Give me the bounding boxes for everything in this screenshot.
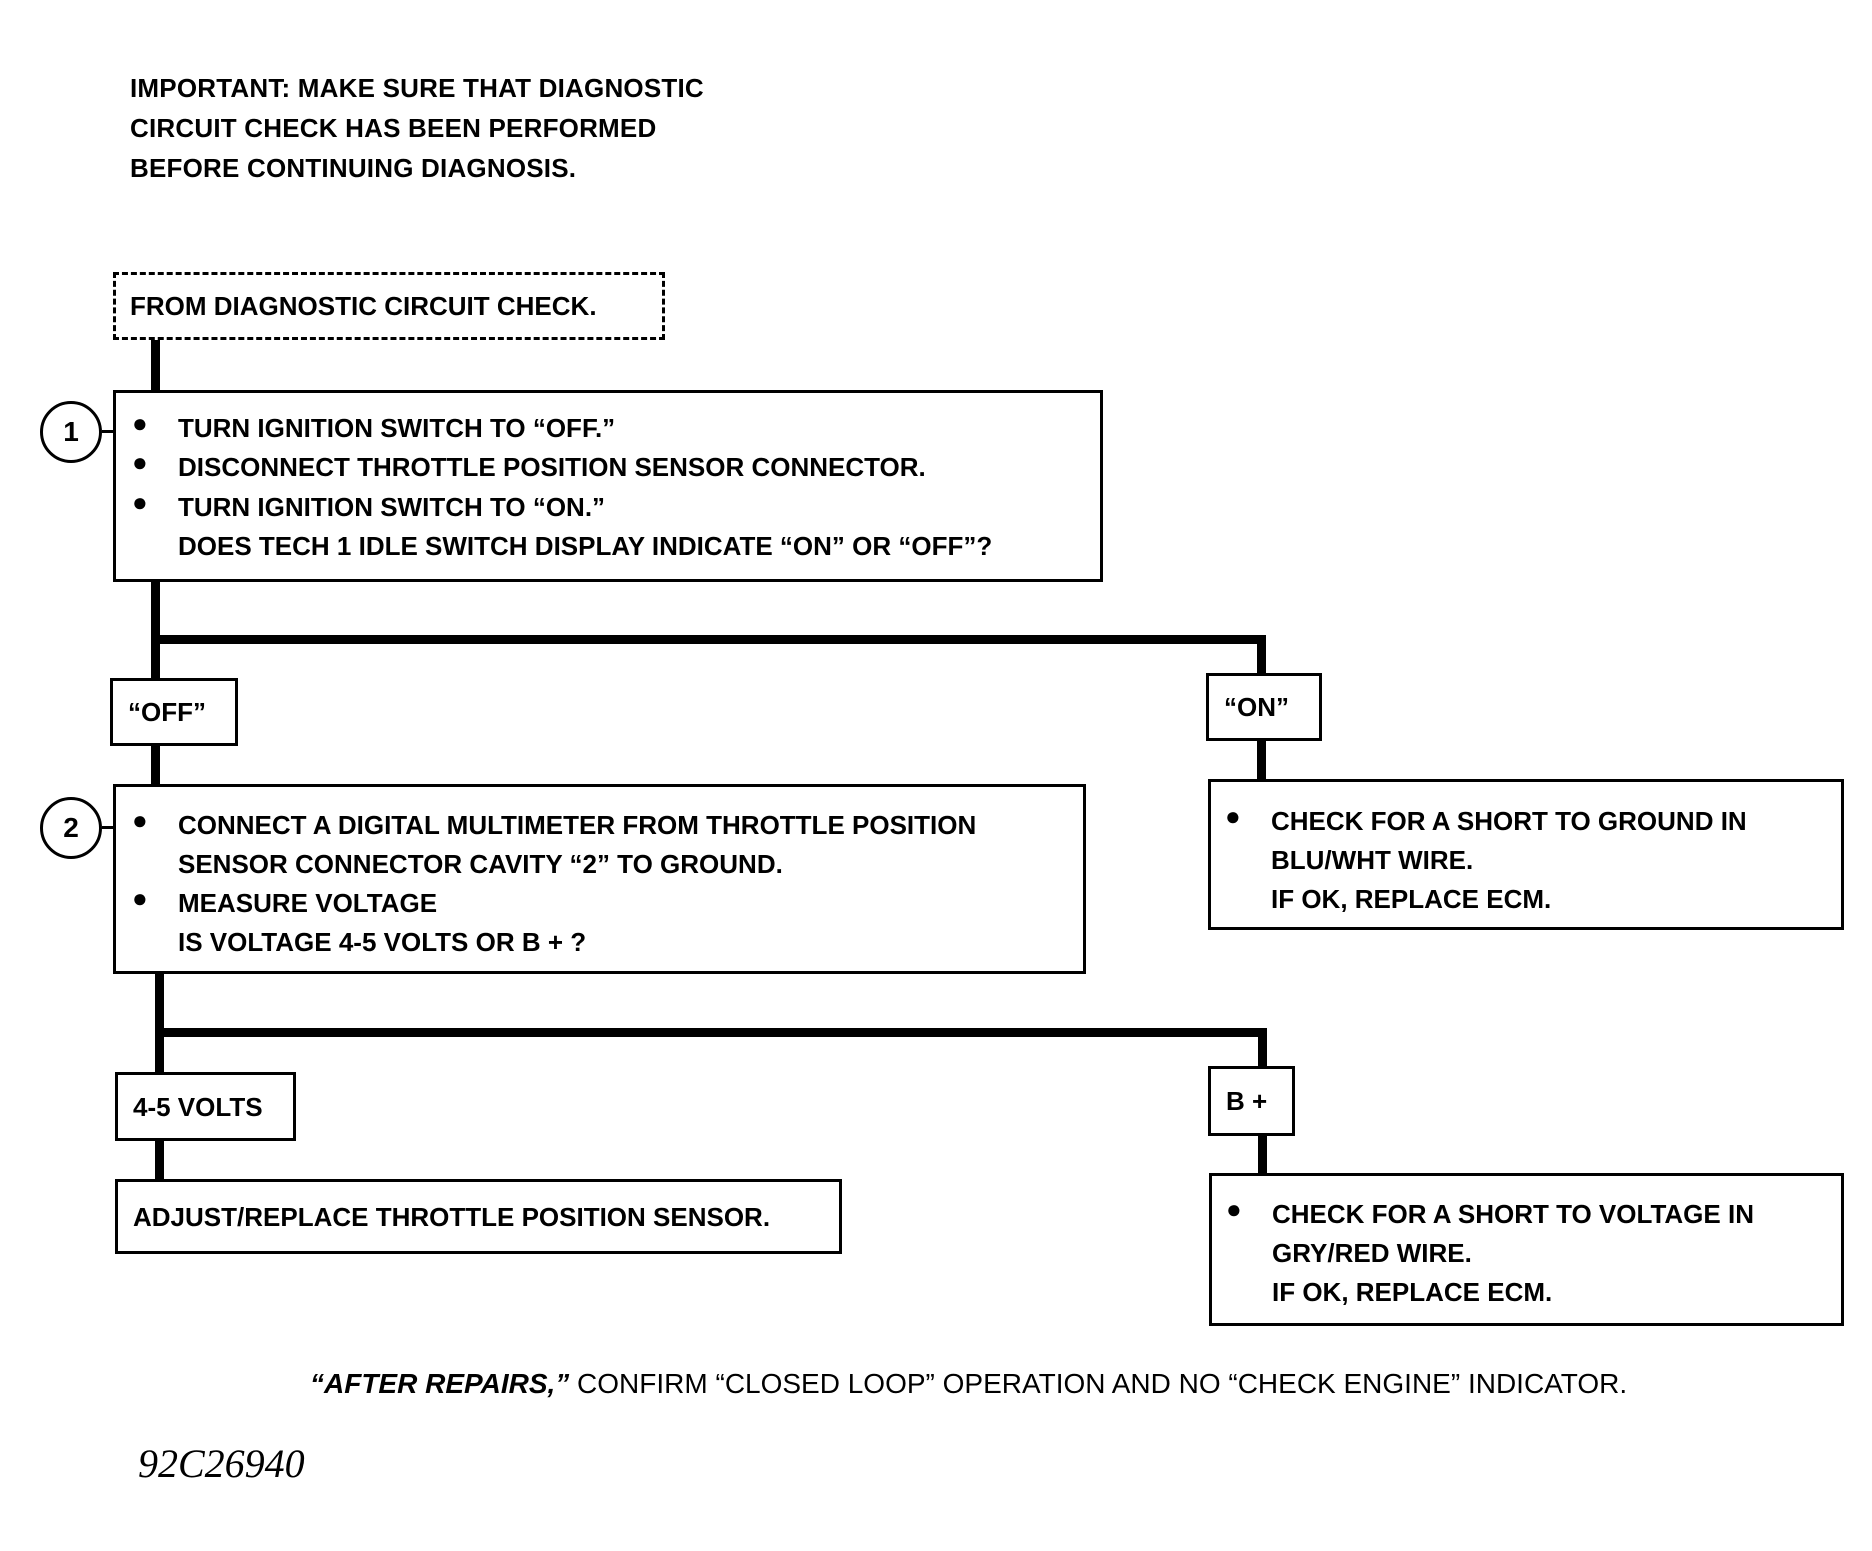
connector-step1-down xyxy=(151,582,160,682)
connector-off-step2 xyxy=(151,746,160,786)
connector-45-result xyxy=(155,1141,164,1181)
result-b-box: ● CHECK FOR A SHORT TO VOLTAGE IN GRY/RE… xyxy=(1209,1173,1844,1326)
connector-b-result xyxy=(1258,1136,1267,1176)
step-1-bullet-1-dot: ● xyxy=(132,408,148,438)
important-line-1: IMPORTANT: MAKE SURE THAT DIAGNOSTIC xyxy=(130,73,704,103)
branch-off-label: “OFF” xyxy=(110,678,238,746)
result-b-line-2: GRY/RED WIRE. xyxy=(1272,1238,1472,1268)
step-1-bullet-2: DISCONNECT THROTTLE POSITION SENSOR CONN… xyxy=(178,452,926,482)
on-result-dot: ● xyxy=(1225,801,1241,831)
connector-step2-horizontal xyxy=(155,1028,1267,1037)
result-b-line-3: IF OK, REPLACE ECM. xyxy=(1272,1277,1553,1307)
footer-emphasis: “AFTER REPAIRS,” xyxy=(310,1368,570,1399)
branch-off-text: “OFF” xyxy=(128,697,206,727)
branch-on-label: “ON” xyxy=(1206,673,1322,741)
start-box-text: FROM DIAGNOSTIC CIRCUIT CHECK. xyxy=(130,291,597,321)
result-b-line-1: CHECK FOR A SHORT TO VOLTAGE IN xyxy=(1272,1199,1754,1229)
footer-rest: CONFIRM “CLOSED LOOP” OPERATION AND NO “… xyxy=(569,1368,1628,1399)
figure-code: 92C26940 xyxy=(138,1441,305,1486)
step-1-bullet-3-dot: ● xyxy=(132,487,148,517)
step-2-bullet-1-line-1: CONNECT A DIGITAL MULTIMETER FROM THROTT… xyxy=(178,810,977,840)
step-2-bullet-2-dot: ● xyxy=(132,883,148,913)
connector-on-down xyxy=(1257,635,1266,673)
step-2-circle-link xyxy=(102,826,115,829)
result-b-dot: ● xyxy=(1226,1194,1242,1224)
connector-start-step1 xyxy=(151,340,160,392)
result-45-box: ADJUST/REPLACE THROTTLE POSITION SENSOR. xyxy=(115,1179,842,1254)
step-1-bullet-3: TURN IGNITION SWITCH TO “ON.” xyxy=(178,492,606,522)
connector-step1-horizontal xyxy=(151,635,1266,644)
step-2-question: IS VOLTAGE 4-5 VOLTS OR B + ? xyxy=(178,927,587,957)
important-line-2: CIRCUIT CHECK HAS BEEN PERFORMED xyxy=(130,113,657,143)
connector-step2-down xyxy=(155,974,164,1074)
step-1-bullet-1: TURN IGNITION SWITCH TO “OFF.” xyxy=(178,413,616,443)
step-2-circle: 2 xyxy=(40,797,102,859)
step-2-bullet-2: MEASURE VOLTAGE xyxy=(178,888,438,918)
branch-45-text: 4-5 VOLTS xyxy=(133,1092,263,1122)
step-2-bullet-1-line-2: SENSOR CONNECTOR CAVITY “2” TO GROUND. xyxy=(178,849,783,879)
step-2-box: ● CONNECT A DIGITAL MULTIMETER FROM THRO… xyxy=(113,784,1086,974)
step-1-box: ● TURN IGNITION SWITCH TO “OFF.” ● DISCO… xyxy=(113,390,1103,582)
step-1-bullet-2-dot: ● xyxy=(132,447,148,477)
branch-45-label: 4-5 VOLTS xyxy=(115,1072,296,1141)
result-45-text: ADJUST/REPLACE THROTTLE POSITION SENSOR. xyxy=(133,1202,771,1232)
on-result-line-1: CHECK FOR A SHORT TO GROUND IN xyxy=(1271,806,1747,836)
step-2-bullet-1-dot: ● xyxy=(132,805,148,835)
branch-b-text: B + xyxy=(1226,1086,1268,1116)
important-line-3: BEFORE CONTINUING DIAGNOSIS. xyxy=(130,153,577,183)
step-1-circle-link xyxy=(102,430,115,433)
step-1-question: DOES TECH 1 IDLE SWITCH DISPLAY INDICATE… xyxy=(178,531,993,561)
branch-on-text: “ON” xyxy=(1224,692,1289,722)
branch-b-label: B + xyxy=(1208,1066,1295,1136)
connector-on-result xyxy=(1257,741,1266,781)
on-result-line-2: BLU/WHT WIRE. xyxy=(1271,845,1474,875)
on-result-box: ● CHECK FOR A SHORT TO GROUND IN BLU/WHT… xyxy=(1208,779,1844,930)
start-box: FROM DIAGNOSTIC CIRCUIT CHECK. xyxy=(113,272,665,340)
footer-note: “AFTER REPAIRS,” CONFIRM “CLOSED LOOP” O… xyxy=(310,1368,1627,1400)
step-1-circle: 1 xyxy=(40,401,102,463)
connector-b-down xyxy=(1258,1028,1267,1068)
on-result-line-3: IF OK, REPLACE ECM. xyxy=(1271,884,1552,914)
